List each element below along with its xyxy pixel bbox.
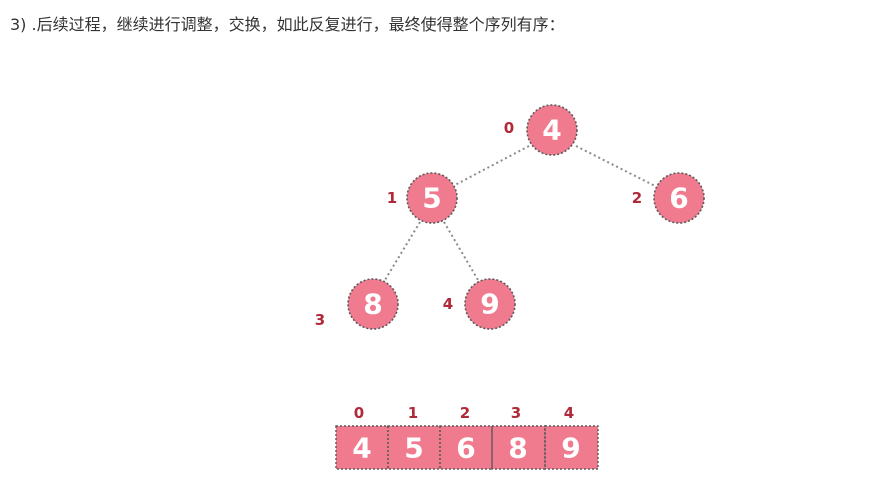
node-circle — [653, 172, 705, 224]
tree-edges — [384, 145, 656, 281]
array-cell-value: 6 — [456, 432, 475, 465]
tree-node-4: 4 9 — [443, 278, 516, 330]
array-index-label: 3 — [511, 404, 521, 422]
array-index-label: 0 — [354, 404, 364, 422]
array-cell-value: 8 — [508, 432, 527, 465]
node-circle — [526, 104, 578, 156]
node-index-label: 2 — [632, 189, 642, 207]
array-cell-value: 5 — [404, 432, 423, 465]
node-value: 8 — [363, 288, 382, 321]
node-index-label: 4 — [443, 295, 453, 313]
node-index-label: 3 — [315, 311, 325, 329]
array-cell-value: 9 — [561, 432, 580, 465]
array-cell-border — [439, 425, 493, 470]
node-index-label: 1 — [387, 189, 397, 207]
node-circle — [464, 278, 516, 330]
edge-1-3 — [384, 221, 421, 281]
node-circle — [347, 278, 399, 330]
node-value: 4 — [542, 114, 561, 147]
array-strip: 4 5 6 8 9 — [335, 425, 599, 470]
edge-1-4 — [443, 221, 479, 281]
array-cell-value: 4 — [352, 432, 371, 465]
array-cell-3: 8 — [491, 425, 546, 470]
tree-node-2: 2 6 — [632, 172, 705, 224]
node-value: 5 — [422, 182, 441, 215]
array-cell-4: 9 — [544, 425, 599, 470]
array-index-label: 2 — [460, 404, 470, 422]
node-circle — [406, 172, 458, 224]
edge-0-2 — [575, 145, 656, 187]
array-background — [336, 426, 598, 469]
node-index-label: 0 — [504, 119, 514, 137]
node-value: 9 — [480, 288, 499, 321]
step-heading: 3) .后续过程，继续进行调整，交换，如此反复进行，最终使得整个序列有序： — [10, 15, 565, 34]
edge-0-1 — [454, 145, 530, 186]
tree-node-1: 1 5 — [387, 172, 458, 224]
tree-node-0: 0 4 — [504, 104, 578, 156]
array-index-label: 4 — [564, 404, 574, 422]
node-value: 6 — [669, 182, 688, 215]
array-cell-2: 6 — [439, 425, 493, 470]
array-indices: 0 1 2 3 4 — [354, 404, 574, 422]
tree-node-3: 3 8 — [315, 278, 399, 330]
array-index-label: 1 — [408, 404, 418, 422]
